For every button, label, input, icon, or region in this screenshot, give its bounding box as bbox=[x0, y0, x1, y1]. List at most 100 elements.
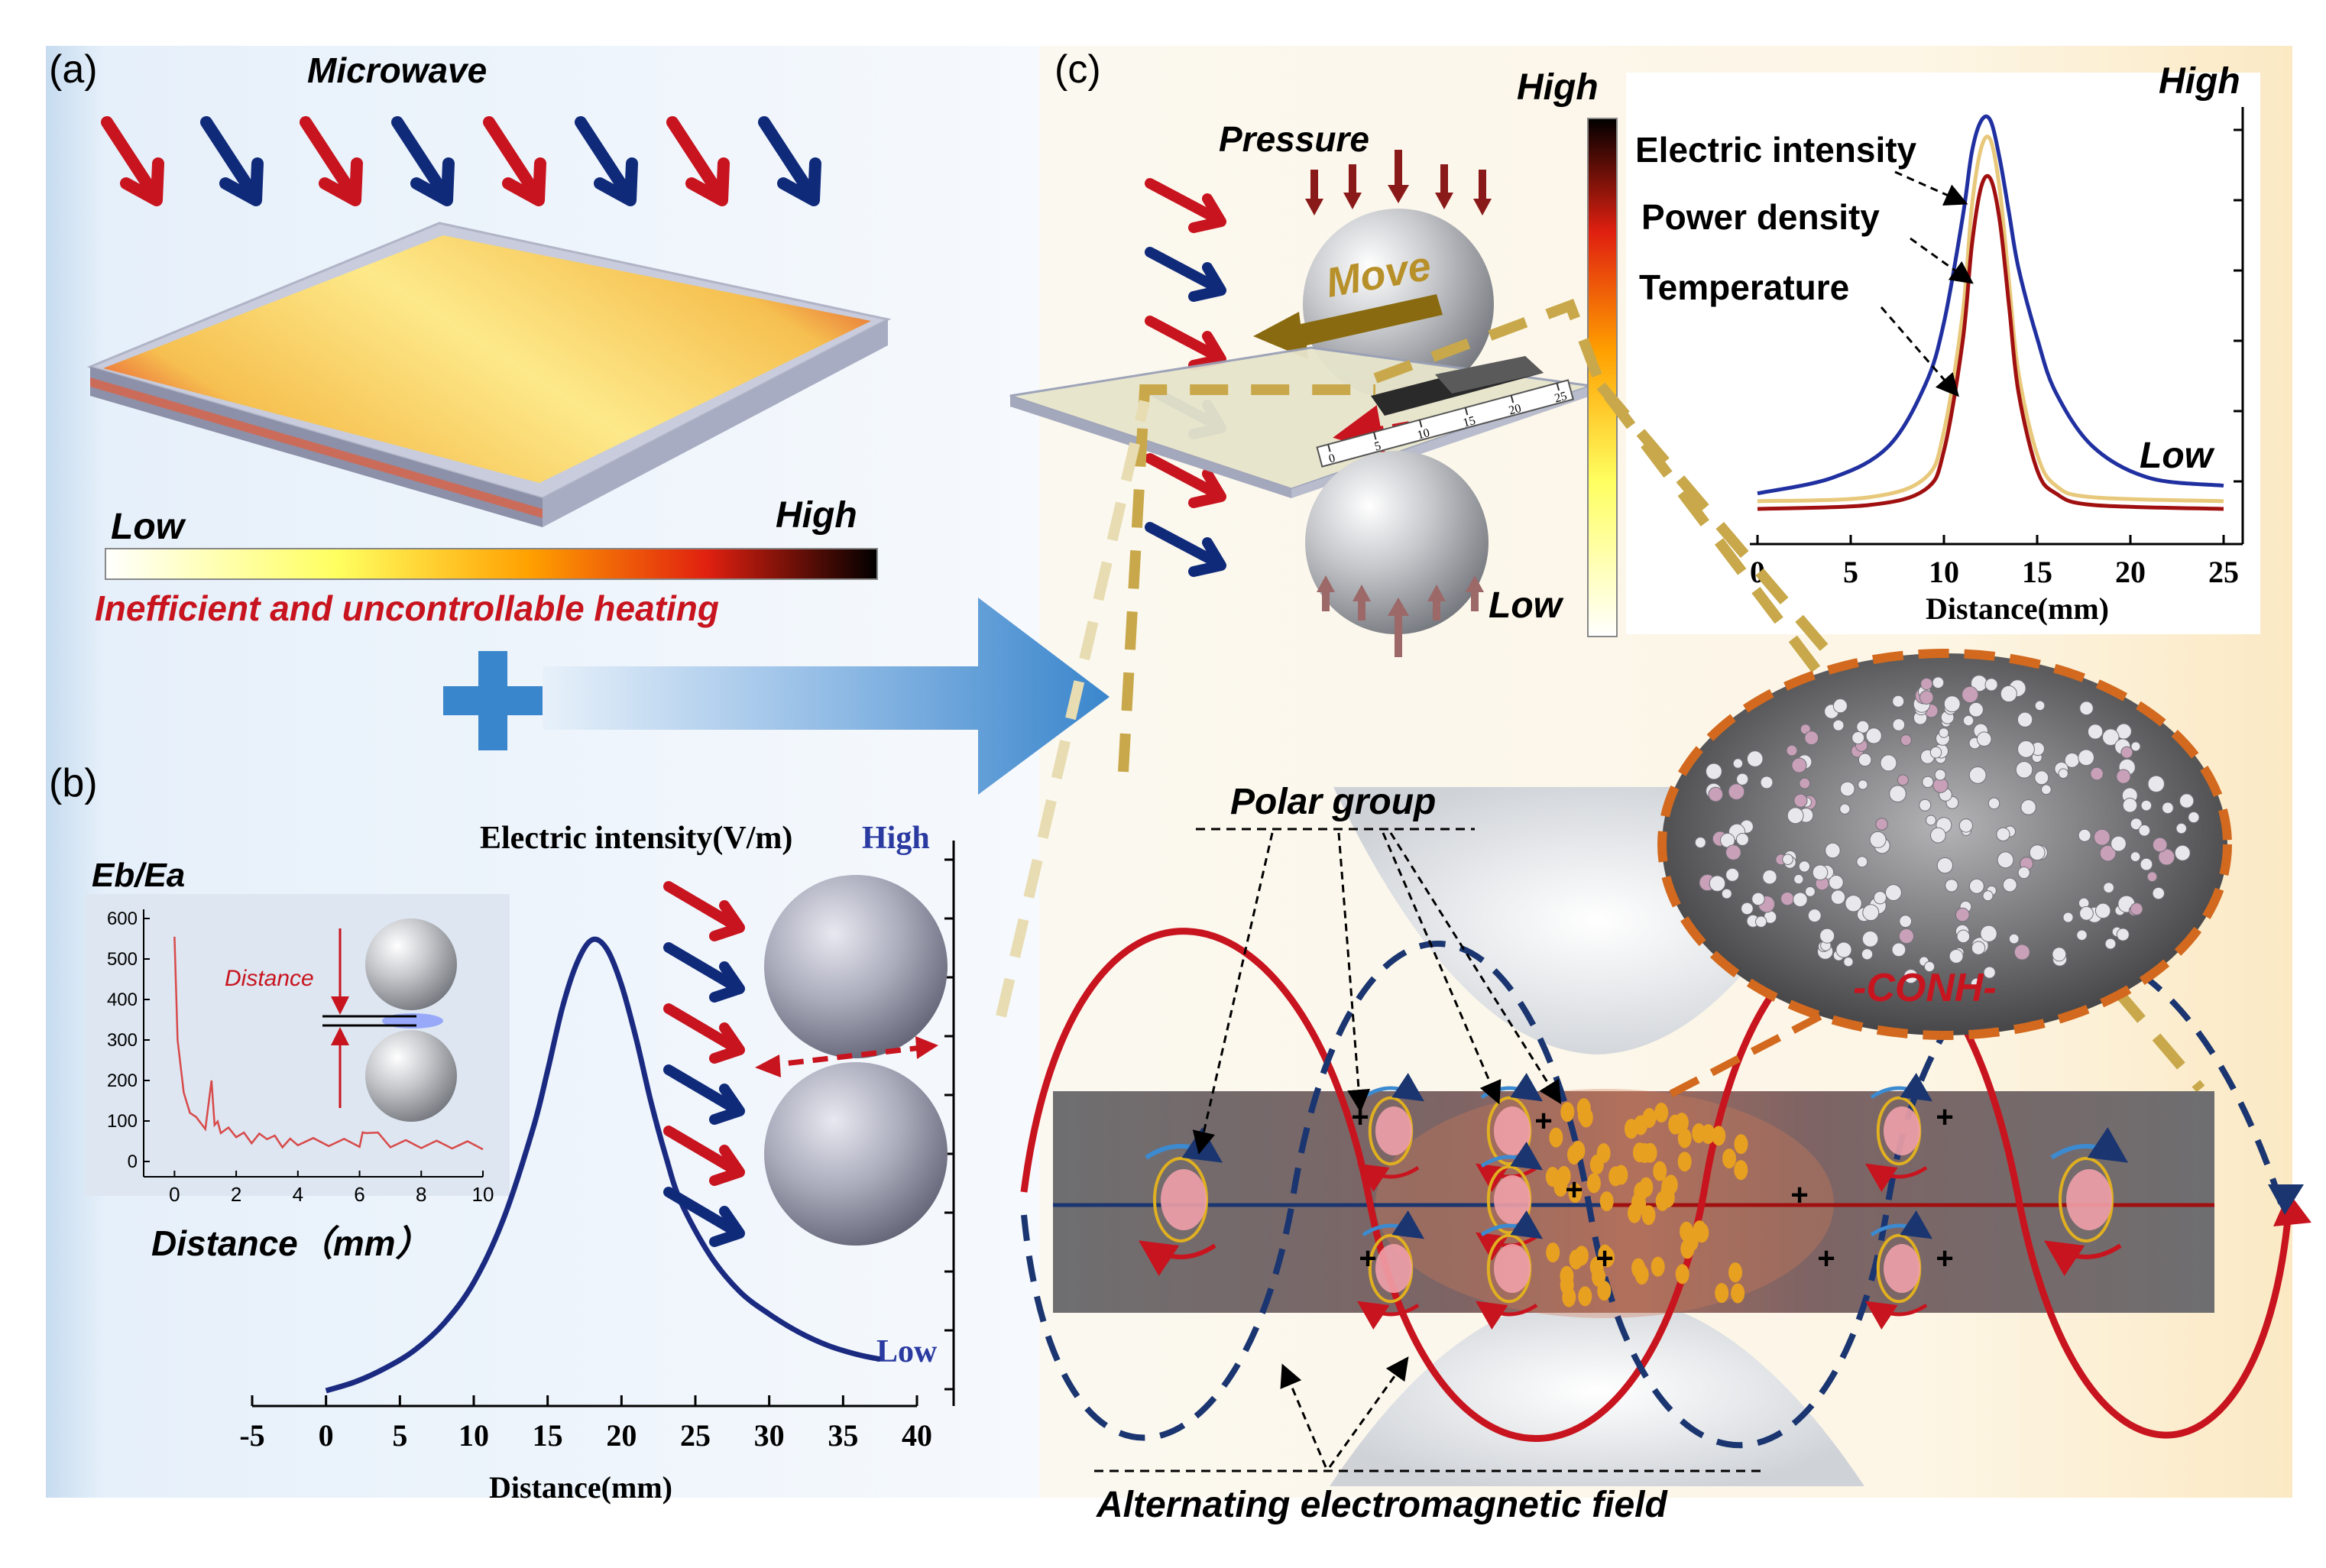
ruler-tick bbox=[1418, 420, 1423, 428]
legend-electric-intensity: Electric intensity bbox=[1635, 130, 1917, 170]
molecule-atom bbox=[1861, 948, 1874, 961]
molecule-atom bbox=[2020, 799, 2036, 815]
molecule-atom bbox=[2029, 844, 2046, 861]
polar-group-dot bbox=[1728, 1262, 1742, 1283]
panel-b-label: (b) bbox=[49, 761, 98, 805]
molecule-atom bbox=[2188, 812, 2200, 824]
molecule-atom bbox=[2017, 740, 2035, 758]
molecule-atom bbox=[1780, 892, 1795, 906]
polar-group-dot bbox=[1546, 1242, 1560, 1263]
molecule-atom bbox=[1968, 701, 1984, 718]
molecule-atom bbox=[1791, 757, 1807, 773]
molecule-atom bbox=[1976, 731, 1992, 747]
molecule-atom bbox=[2040, 784, 2052, 795]
chart-b-line bbox=[325, 936, 881, 1394]
inset-y-tick-label: 0 bbox=[128, 1152, 138, 1172]
polar-group-dot bbox=[1734, 1134, 1748, 1155]
molecule-atom bbox=[1793, 892, 1808, 908]
molecule-atom bbox=[1892, 695, 1905, 708]
molecule-atom bbox=[1968, 878, 1984, 894]
molecule-atom bbox=[1793, 873, 1804, 885]
molecule-atom bbox=[1812, 864, 1829, 881]
inset-y-tick-label: 600 bbox=[107, 909, 138, 929]
polar-group-dot bbox=[1638, 1143, 1652, 1164]
molecule-atom bbox=[2013, 944, 2030, 961]
polar-group-leaders bbox=[1192, 832, 1562, 1155]
inset-y-tick-label: 500 bbox=[107, 949, 138, 970]
molecule-atom bbox=[2130, 741, 2141, 752]
molecule-atom bbox=[1926, 815, 1936, 826]
chart-c-x-tick-label: 5 bbox=[1843, 555, 1858, 589]
heatbar-high-label: High bbox=[776, 495, 857, 536]
molecule-atom bbox=[1856, 720, 1870, 734]
plus-charge: + bbox=[1359, 1242, 1376, 1275]
polar-group-dot bbox=[1722, 1148, 1737, 1169]
molecule-atom bbox=[2147, 775, 2165, 793]
molecule-atom bbox=[2111, 835, 2127, 852]
polar-group-dot bbox=[1599, 1191, 1614, 1212]
chart-c-xlabel: Distance(mm) bbox=[1926, 591, 2109, 626]
chart-c-x-tick-label: 10 bbox=[1929, 555, 1959, 589]
chart-c-line-temperature bbox=[1757, 173, 2224, 511]
chart-c-x-tick-label: 15 bbox=[2022, 555, 2052, 589]
microwave-arrow bbox=[200, 116, 264, 206]
microwave-arrow bbox=[758, 116, 821, 206]
heat-color-bar bbox=[105, 548, 878, 580]
rotation-arrow bbox=[1870, 1210, 1932, 1239]
rotation-arrow bbox=[1480, 1210, 1543, 1239]
ruler-tick-label: 10 bbox=[1416, 426, 1431, 442]
plus-charge: + bbox=[1565, 1173, 1583, 1207]
inset-x-tick-label: 10 bbox=[472, 1183, 494, 1206]
inset-y-tick-label: 300 bbox=[107, 1030, 138, 1051]
dipole-body bbox=[1884, 1106, 1920, 1155]
molecule-atom bbox=[2076, 929, 2088, 941]
molecule-atom bbox=[1949, 948, 1964, 964]
molecule-atom bbox=[1708, 786, 1724, 802]
molecule-atom bbox=[1725, 867, 1740, 882]
ruler-tick bbox=[1327, 444, 1331, 452]
molecule-atom bbox=[1861, 931, 1879, 948]
dipole-body bbox=[1494, 1106, 1531, 1155]
polar-group-dot bbox=[1624, 1119, 1638, 1139]
plus-charge: + bbox=[1936, 1242, 1953, 1275]
molecule-atom bbox=[2087, 724, 2104, 740]
molecule-atom bbox=[1934, 769, 1946, 781]
molecule-atom bbox=[2078, 828, 2091, 842]
rotation-arrow bbox=[1865, 1301, 1928, 1330]
chart-c-x-tick-label: 20 bbox=[2115, 555, 2146, 589]
molecule-atom bbox=[2122, 798, 2138, 813]
molecule-atom bbox=[1920, 677, 1933, 691]
inset-x-tick-label: 4 bbox=[293, 1183, 303, 1206]
rotation-arrow bbox=[1476, 1301, 1538, 1330]
polar-group-dot bbox=[1586, 1173, 1601, 1194]
molecule-atom bbox=[2130, 818, 2143, 831]
molecule-atom bbox=[1955, 907, 1970, 922]
chart-c-line-electric-intensity bbox=[1757, 114, 2224, 496]
molecule-atom bbox=[1858, 753, 1872, 767]
molecule-atom bbox=[1900, 734, 1912, 747]
legend-temperature: Temperature bbox=[1639, 267, 1849, 307]
inset-line bbox=[173, 936, 484, 1151]
molecule-atom bbox=[1983, 966, 1996, 979]
molecule-atom bbox=[2152, 837, 2168, 853]
molecule-atom bbox=[1984, 678, 1998, 692]
molecule-atom bbox=[1832, 698, 1848, 714]
molecule-atom bbox=[1919, 799, 1932, 812]
ruler-tick-label: 15 bbox=[1462, 414, 1477, 430]
chart-b-x-tick-label: 15 bbox=[533, 1418, 563, 1453]
molecule-atom bbox=[2175, 822, 2187, 834]
molecule-atom bbox=[2079, 905, 2094, 921]
molecule-atom bbox=[1922, 776, 1934, 789]
molecule-atom bbox=[1962, 714, 1975, 727]
molecule-atom bbox=[2062, 912, 2074, 923]
polar-group-dot bbox=[1734, 1160, 1748, 1181]
polar-group-dot bbox=[1597, 1281, 1612, 1301]
molecule-atom bbox=[2078, 749, 2094, 766]
dipole-body bbox=[1375, 1106, 1412, 1155]
plus-charge: + bbox=[1595, 1242, 1613, 1275]
polar-group-dot bbox=[1589, 1256, 1604, 1277]
molecule-atom bbox=[1746, 750, 1764, 767]
polar-group-dot bbox=[1675, 1264, 1689, 1285]
